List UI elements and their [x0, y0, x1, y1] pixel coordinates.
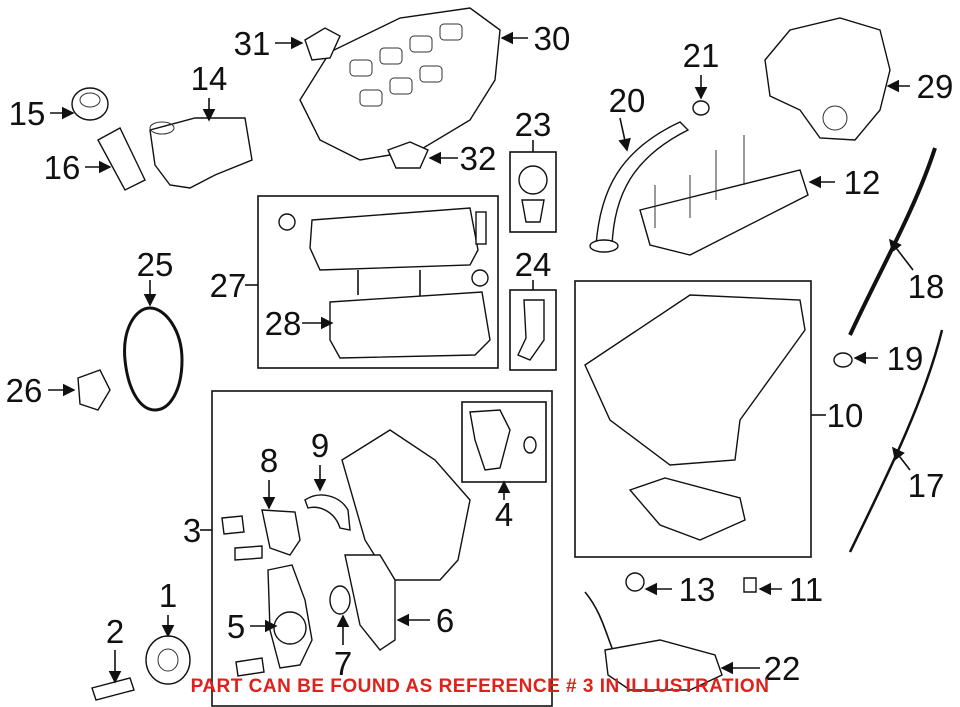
- callout-21: 21: [683, 37, 720, 74]
- part-12-windage-tray: [639, 135, 809, 256]
- group-box-27-28: [257, 195, 499, 369]
- callout-2: 2: [106, 613, 124, 650]
- callout-26: 26: [6, 372, 43, 409]
- callout-29: 29: [917, 68, 954, 105]
- callout-16: 16: [44, 149, 81, 186]
- part-15-filter-cap: [71, 87, 109, 121]
- part-20-oil-fill-tube: [595, 121, 690, 247]
- part-4-gasket-set: [469, 409, 511, 471]
- callout-32: 32: [460, 140, 497, 177]
- part-26-tensioner: [77, 369, 111, 411]
- part-32-gasket: [387, 141, 429, 169]
- part-16-filter-element: [97, 127, 146, 191]
- part-5-water-pump: [235, 564, 313, 677]
- reference-note: PART CAN BE FOUND AS REFERENCE # 3 IN IL…: [190, 676, 770, 697]
- part-29-upper-plenum: [764, 17, 891, 141]
- part-13-plug: [625, 572, 645, 592]
- leader-lines: [48, 31, 914, 684]
- callout-28: 28: [265, 305, 302, 342]
- part-19-o-ring: [833, 352, 853, 368]
- part-front-cover: [341, 429, 471, 581]
- callout-15: 15: [9, 95, 46, 132]
- callout-8: 8: [260, 442, 278, 479]
- part-11-drain-bolt: [743, 577, 757, 593]
- callout-5: 5: [227, 608, 245, 645]
- callout-10: 10: [827, 397, 864, 434]
- callout-31: 31: [234, 25, 271, 62]
- group-box-3: [211, 390, 553, 707]
- callout-23: 23: [515, 106, 552, 143]
- part-9-chain-guide: [304, 494, 351, 531]
- callout-11: 11: [789, 571, 823, 608]
- callout-12: 12: [844, 164, 881, 201]
- part-28-cover-gasket: [329, 291, 491, 359]
- part-24-fill-adapter: [517, 299, 545, 361]
- callout-17: 17: [908, 467, 945, 504]
- callout-22: 22: [764, 650, 801, 687]
- callout-6: 6: [436, 602, 454, 639]
- part-20-tube-end: [589, 239, 619, 253]
- callout-13: 13: [679, 571, 716, 608]
- callout-25: 25: [137, 246, 174, 283]
- callout-18: 18: [908, 268, 945, 305]
- part-10-oil-pan: [584, 294, 806, 541]
- callout-4: 4: [495, 496, 513, 533]
- part-31-gasket: [304, 27, 341, 61]
- callout-14: 14: [191, 60, 228, 97]
- part-6-gasket: [344, 554, 396, 651]
- group-box-10: [574, 280, 812, 558]
- callout-30: 30: [534, 20, 571, 57]
- part-25-belt: [123, 306, 184, 412]
- part-22-oil-pump: [584, 591, 723, 691]
- part-4-small-seal: [523, 436, 537, 454]
- part-23-fill-cap: [518, 165, 548, 223]
- callout-19: 19: [887, 340, 924, 377]
- part-8-timing-component: [221, 509, 301, 561]
- part-27-valve-cover: [278, 207, 489, 298]
- part-14-oil-filter-housing: [149, 117, 253, 189]
- part-7-seal: [329, 585, 351, 615]
- callout-3: 3: [183, 512, 201, 549]
- callout-7: 7: [334, 645, 352, 682]
- part-30-intake-manifold: [299, 7, 501, 161]
- part-17-dipstick: [848, 329, 944, 553]
- callout-9: 9: [311, 427, 329, 464]
- callout-1: 1: [159, 577, 177, 614]
- callout-20: 20: [609, 82, 646, 119]
- part-21-washer: [692, 100, 710, 116]
- callout-27: 27: [210, 267, 247, 304]
- callout-24: 24: [515, 246, 552, 283]
